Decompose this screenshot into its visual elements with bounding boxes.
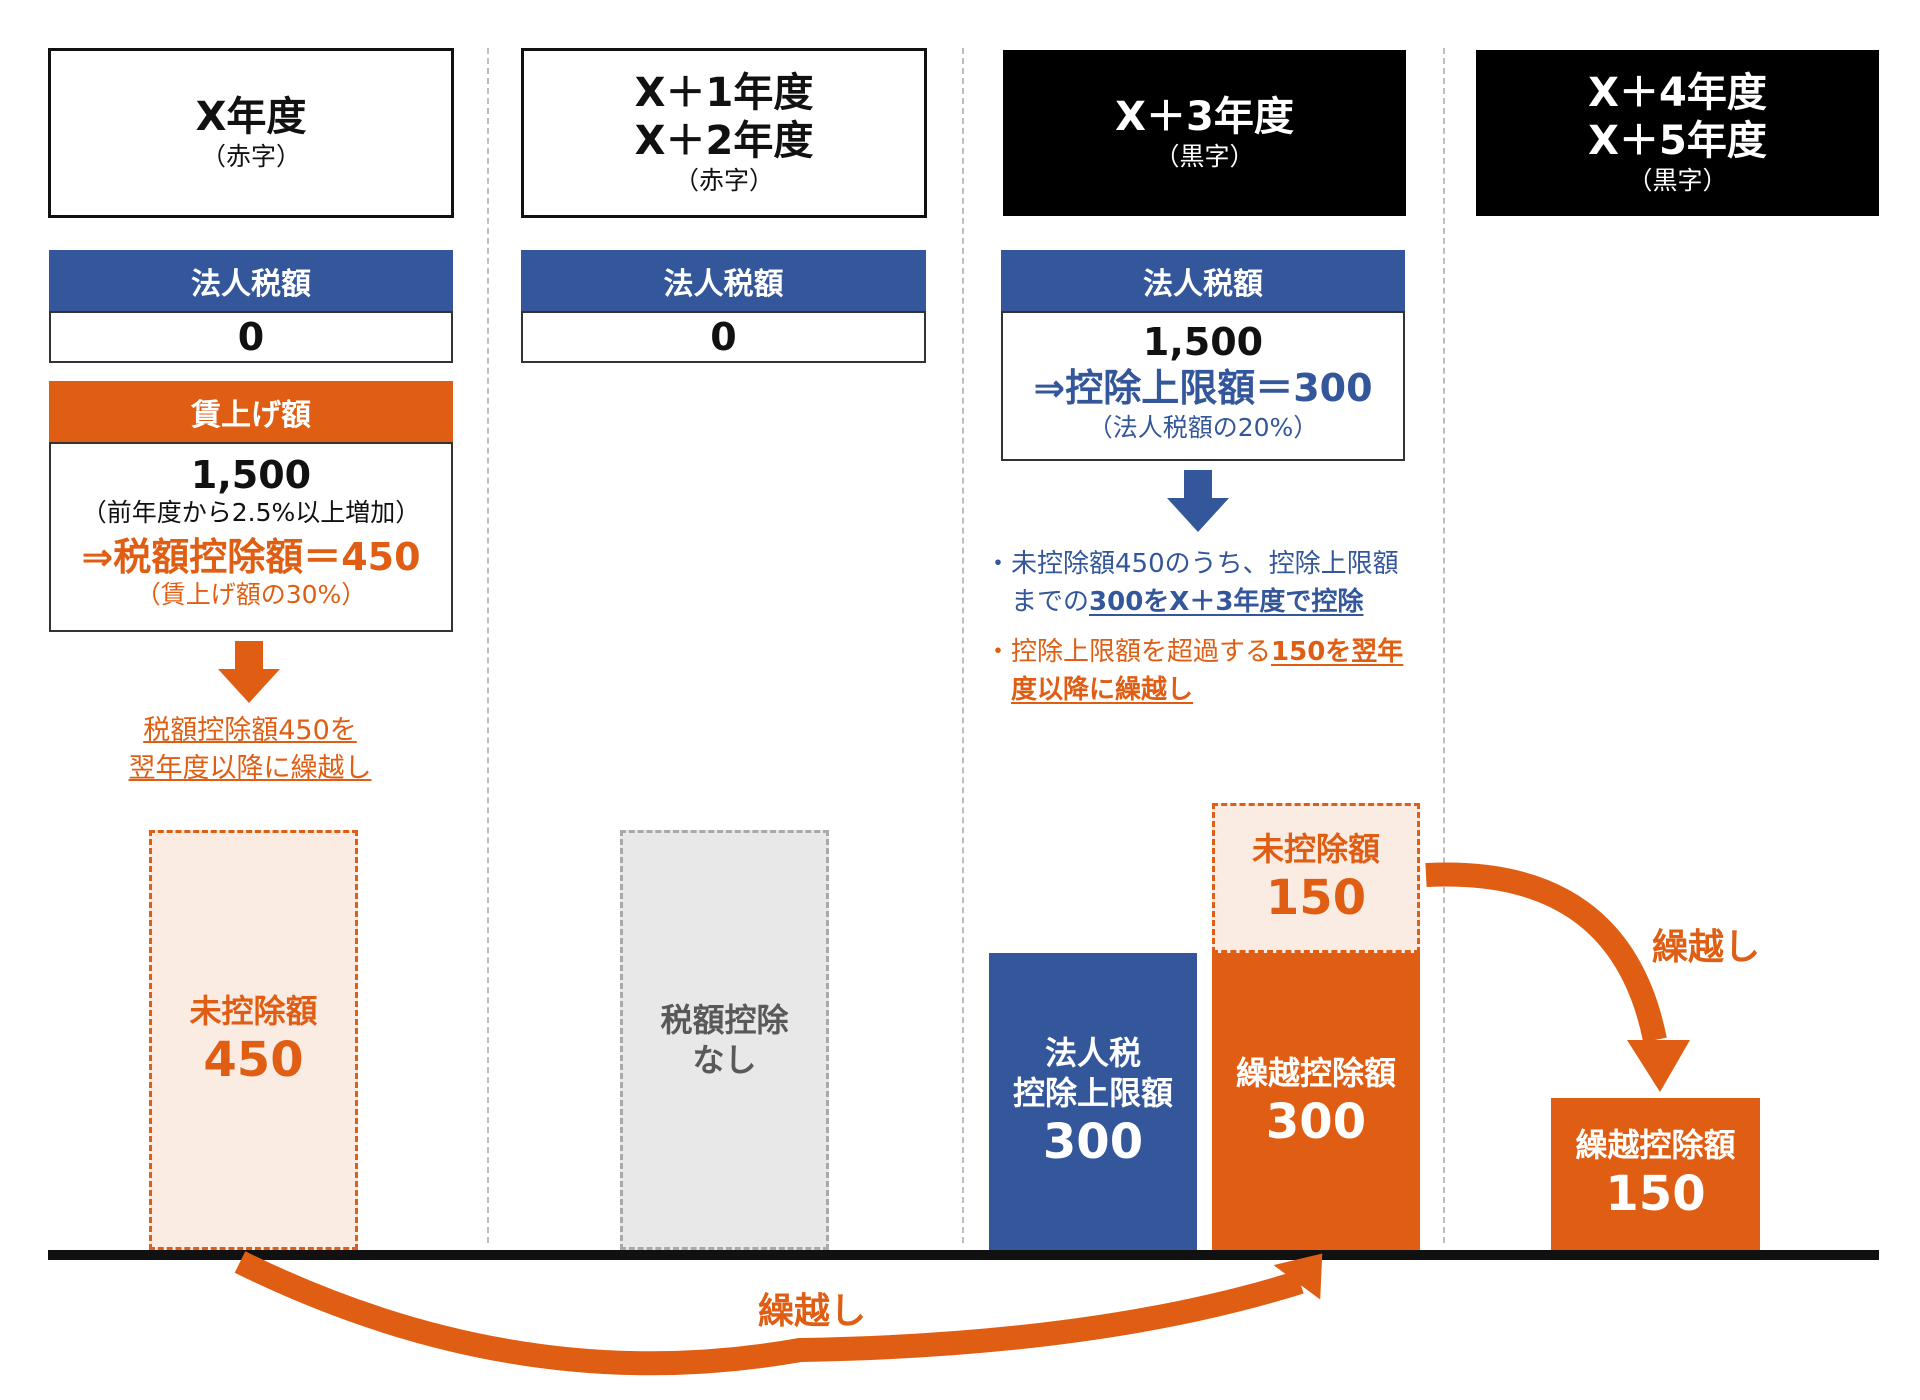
year-box-x: X年度 （赤字） bbox=[48, 48, 454, 218]
corporate-tax-header: 法人税額 bbox=[49, 250, 453, 311]
baseline bbox=[48, 1250, 1879, 1260]
year-title: X＋1年度 X＋2年度 bbox=[634, 70, 814, 164]
corporate-tax-value-box: 0 bbox=[521, 311, 926, 363]
tax-deduction-amount: ⇒税額控除額＝450 bbox=[81, 535, 421, 579]
bullet-note-1: ・未控除額450のうち、控除上限額 までの300をX＋3年度で控除 bbox=[985, 545, 1425, 621]
right-curve-arrow-icon bbox=[1425, 862, 1690, 1092]
bullet-note-1-line1: ・未控除額450のうち、控除上限額 bbox=[985, 549, 1399, 579]
year-status: （黒字） bbox=[1154, 142, 1255, 171]
bullet-note-1-text-a: 未控除額450のうち、控除上限額 bbox=[1011, 549, 1399, 579]
column-divider-2 bbox=[962, 48, 964, 1243]
corporate-tax-header: 法人税額 bbox=[521, 250, 926, 311]
corporate-tax-value: 0 bbox=[237, 315, 265, 359]
year-title: X＋3年度 bbox=[1115, 94, 1294, 140]
carry-forward-note: 税額控除額450を 翌年度以降に繰越し bbox=[60, 712, 440, 788]
year-box-x3: X＋3年度 （黒字） bbox=[1003, 50, 1406, 216]
carryforward-deduction-bar-150: 繰越控除額 150 bbox=[1551, 1098, 1760, 1250]
wage-increase-value: 1,500 bbox=[190, 453, 312, 497]
bullet-note-2-line1: ・控除上限額を超過する150を翌年 bbox=[985, 637, 1404, 667]
bullet-note-1-line2: までの300をX＋3年度で控除 bbox=[985, 583, 1425, 621]
column-divider-1 bbox=[487, 48, 489, 1243]
column-divider-3 bbox=[1443, 48, 1445, 1243]
bullet-note-2-emphasis-a: 150を翌年 bbox=[1271, 637, 1404, 667]
down-arrow-icon bbox=[1167, 470, 1229, 532]
year-status: （赤字） bbox=[673, 166, 774, 195]
bullet-note-1-emphasis: 300をX＋3年度で控除 bbox=[1089, 587, 1364, 617]
bar-label: 税額控除 なし bbox=[660, 1001, 789, 1079]
bar-label: 法人税 控除上限額 bbox=[1012, 1033, 1173, 1112]
undeducted-bar-150: 未控除額 150 bbox=[1212, 803, 1420, 953]
bar-label: 繰越控除額 bbox=[1235, 1053, 1396, 1092]
corporate-tax-value-box: 0 bbox=[49, 311, 453, 363]
year-status: （赤字） bbox=[200, 142, 301, 171]
corporate-tax-header: 法人税額 bbox=[1001, 250, 1405, 311]
bar-value: 150 bbox=[1605, 1166, 1706, 1222]
year-title: X＋4年度 X＋5年度 bbox=[1588, 70, 1767, 164]
tax-deduction-note: （賃上げ額の30%） bbox=[135, 580, 367, 609]
carryforward-deduction-bar-300: 繰越控除額 300 bbox=[1212, 953, 1420, 1250]
deduction-limit-note: （法人税額の20%） bbox=[1087, 413, 1319, 442]
bullet-note-2-emphasis-b: 度以降に繰越し bbox=[1011, 675, 1194, 705]
bar-value: 300 bbox=[1042, 1113, 1144, 1170]
bar-value: 150 bbox=[1265, 870, 1367, 926]
bullet-note-2-text-a: 控除上限額を超過する bbox=[1011, 637, 1272, 667]
year-box-x1-x2: X＋1年度 X＋2年度 （赤字） bbox=[521, 48, 927, 218]
year-box-x4-x5: X＋4年度 X＋5年度 （黒字） bbox=[1476, 50, 1879, 216]
wage-increase-header: 賃上げ額 bbox=[49, 381, 453, 442]
year-title: X年度 bbox=[195, 94, 307, 140]
wage-increase-note: （前年度から2.5%以上増加） bbox=[81, 498, 421, 527]
bar-label: 未控除額 bbox=[189, 992, 318, 1030]
bullet-note-2-line2: 度以降に繰越し bbox=[985, 671, 1425, 709]
carry-forward-note-line1: 税額控除額450を bbox=[143, 715, 357, 746]
corporate-tax-limit-box: 1,500 ⇒控除上限額＝300 （法人税額の20%） bbox=[1001, 311, 1405, 461]
corporate-tax-value: 0 bbox=[710, 315, 737, 359]
year-status: （黒字） bbox=[1627, 166, 1728, 195]
undeducted-bar-450: 未控除額 450 bbox=[149, 830, 358, 1250]
carry-forward-note-line2: 翌年度以降に繰越し bbox=[128, 753, 372, 784]
carry-forward-label-bottom: 繰越し bbox=[758, 1291, 867, 1332]
bar-value: 450 bbox=[203, 1032, 304, 1088]
deduction-limit: ⇒控除上限額＝300 bbox=[1033, 366, 1373, 410]
bar-label: 繰越控除額 bbox=[1575, 1126, 1736, 1164]
carry-forward-label-right: 繰越し bbox=[1652, 927, 1761, 968]
down-arrow-icon bbox=[218, 641, 280, 703]
bar-value: 300 bbox=[1265, 1093, 1367, 1150]
bullet-note-2: ・控除上限額を超過する150を翌年 度以降に繰越し bbox=[985, 633, 1425, 709]
tax-deduction-limit-bar: 法人税 控除上限額 300 bbox=[989, 953, 1197, 1250]
no-deduction-bar: 税額控除 なし bbox=[620, 830, 829, 1250]
bottom-curve-arrow-icon bbox=[234, 1251, 1323, 1376]
wage-increase-box: 1,500 （前年度から2.5%以上増加） ⇒税額控除額＝450 （賃上げ額の3… bbox=[49, 442, 453, 632]
corporate-tax-value: 1,500 bbox=[1142, 320, 1264, 364]
bullet-note-1-text-b: までの bbox=[1011, 587, 1090, 617]
bar-label: 未控除額 bbox=[1251, 830, 1380, 868]
